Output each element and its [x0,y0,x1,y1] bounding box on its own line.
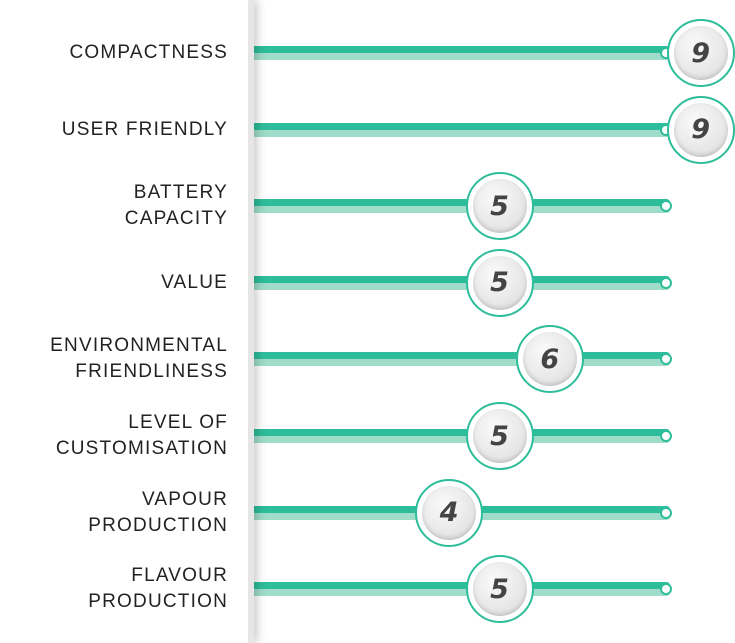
rating-label: COMPACTNESS [69,42,228,63]
knob-face: 5 [472,562,527,617]
rating-row: COMPACTNESS 9 [0,17,735,89]
rating-label: ENVIRONMENTAL FRIENDLINESS [50,335,228,383]
rating-row: FLAVOUR PRODUCTION 5 [0,553,700,625]
rating-label: VALUE [161,271,228,293]
rating-slider-track[interactable] [248,122,672,137]
rating-value: 4 [439,497,459,529]
rating-label: LEVEL OF CUSTOMISATION [55,412,228,459]
rating-label: VAPOUR PRODUCTION [88,488,228,536]
rating-label: USER FRIENDLY [61,118,228,140]
knob-face: 6 [522,332,577,387]
track-end-dot [660,430,672,442]
rating-slider-knob[interactable]: 4 [415,478,484,547]
rating-slider-track[interactable] [248,199,672,214]
rating-value: 9 [691,114,711,146]
knob-face: 9 [673,26,728,80]
rating-slider-knob[interactable]: 5 [465,248,534,317]
rating-label: BATTERY CAPACITY [124,182,228,230]
rating-slider-knob[interactable]: 9 [666,95,735,164]
knob-face: 5 [472,255,527,310]
rating-row: LEVEL OF CUSTOMISATION 5 [0,400,700,472]
rating-row: ENVIRONMENTAL FRIENDLINESS 6 [0,323,700,395]
rating-slider-knob[interactable]: 6 [515,325,584,394]
knob-face: 5 [472,409,527,463]
rating-value: 5 [490,267,509,299]
rating-value: 6 [540,343,560,375]
track-end-dot [660,583,672,596]
rating-slider-knob[interactable]: 9 [666,19,735,87]
rating-slider-track[interactable] [248,429,672,443]
knob-face: 4 [422,485,477,540]
rating-row: VALUE 5 [0,247,700,319]
rating-value: 9 [691,37,711,69]
track-end-dot [660,353,672,366]
rating-slider-track[interactable] [248,46,672,60]
rating-value: 5 [490,420,509,452]
rating-slider-knob[interactable]: 5 [465,402,534,470]
rating-slider-track[interactable] [248,582,672,597]
rating-row: VAPOUR PRODUCTION 4 [0,477,700,549]
rating-slider-track[interactable] [248,275,672,290]
rating-row: USER FRIENDLY 9 [0,94,735,166]
rating-value: 5 [490,190,509,222]
track-end-dot [660,506,672,519]
knob-face: 5 [472,179,527,234]
knob-face: 9 [673,102,728,157]
track-end-dot [660,276,672,289]
rating-slider-track[interactable] [248,352,672,367]
rating-slider-knob[interactable]: 5 [465,172,534,241]
track-end-dot [660,200,672,213]
labels-panel [0,0,254,643]
rating-label: FLAVOUR PRODUCTION [88,565,228,613]
rating-value: 5 [490,573,509,605]
rating-slider-knob[interactable]: 5 [465,555,534,624]
rating-row: BATTERY CAPACITY 5 [0,170,700,242]
